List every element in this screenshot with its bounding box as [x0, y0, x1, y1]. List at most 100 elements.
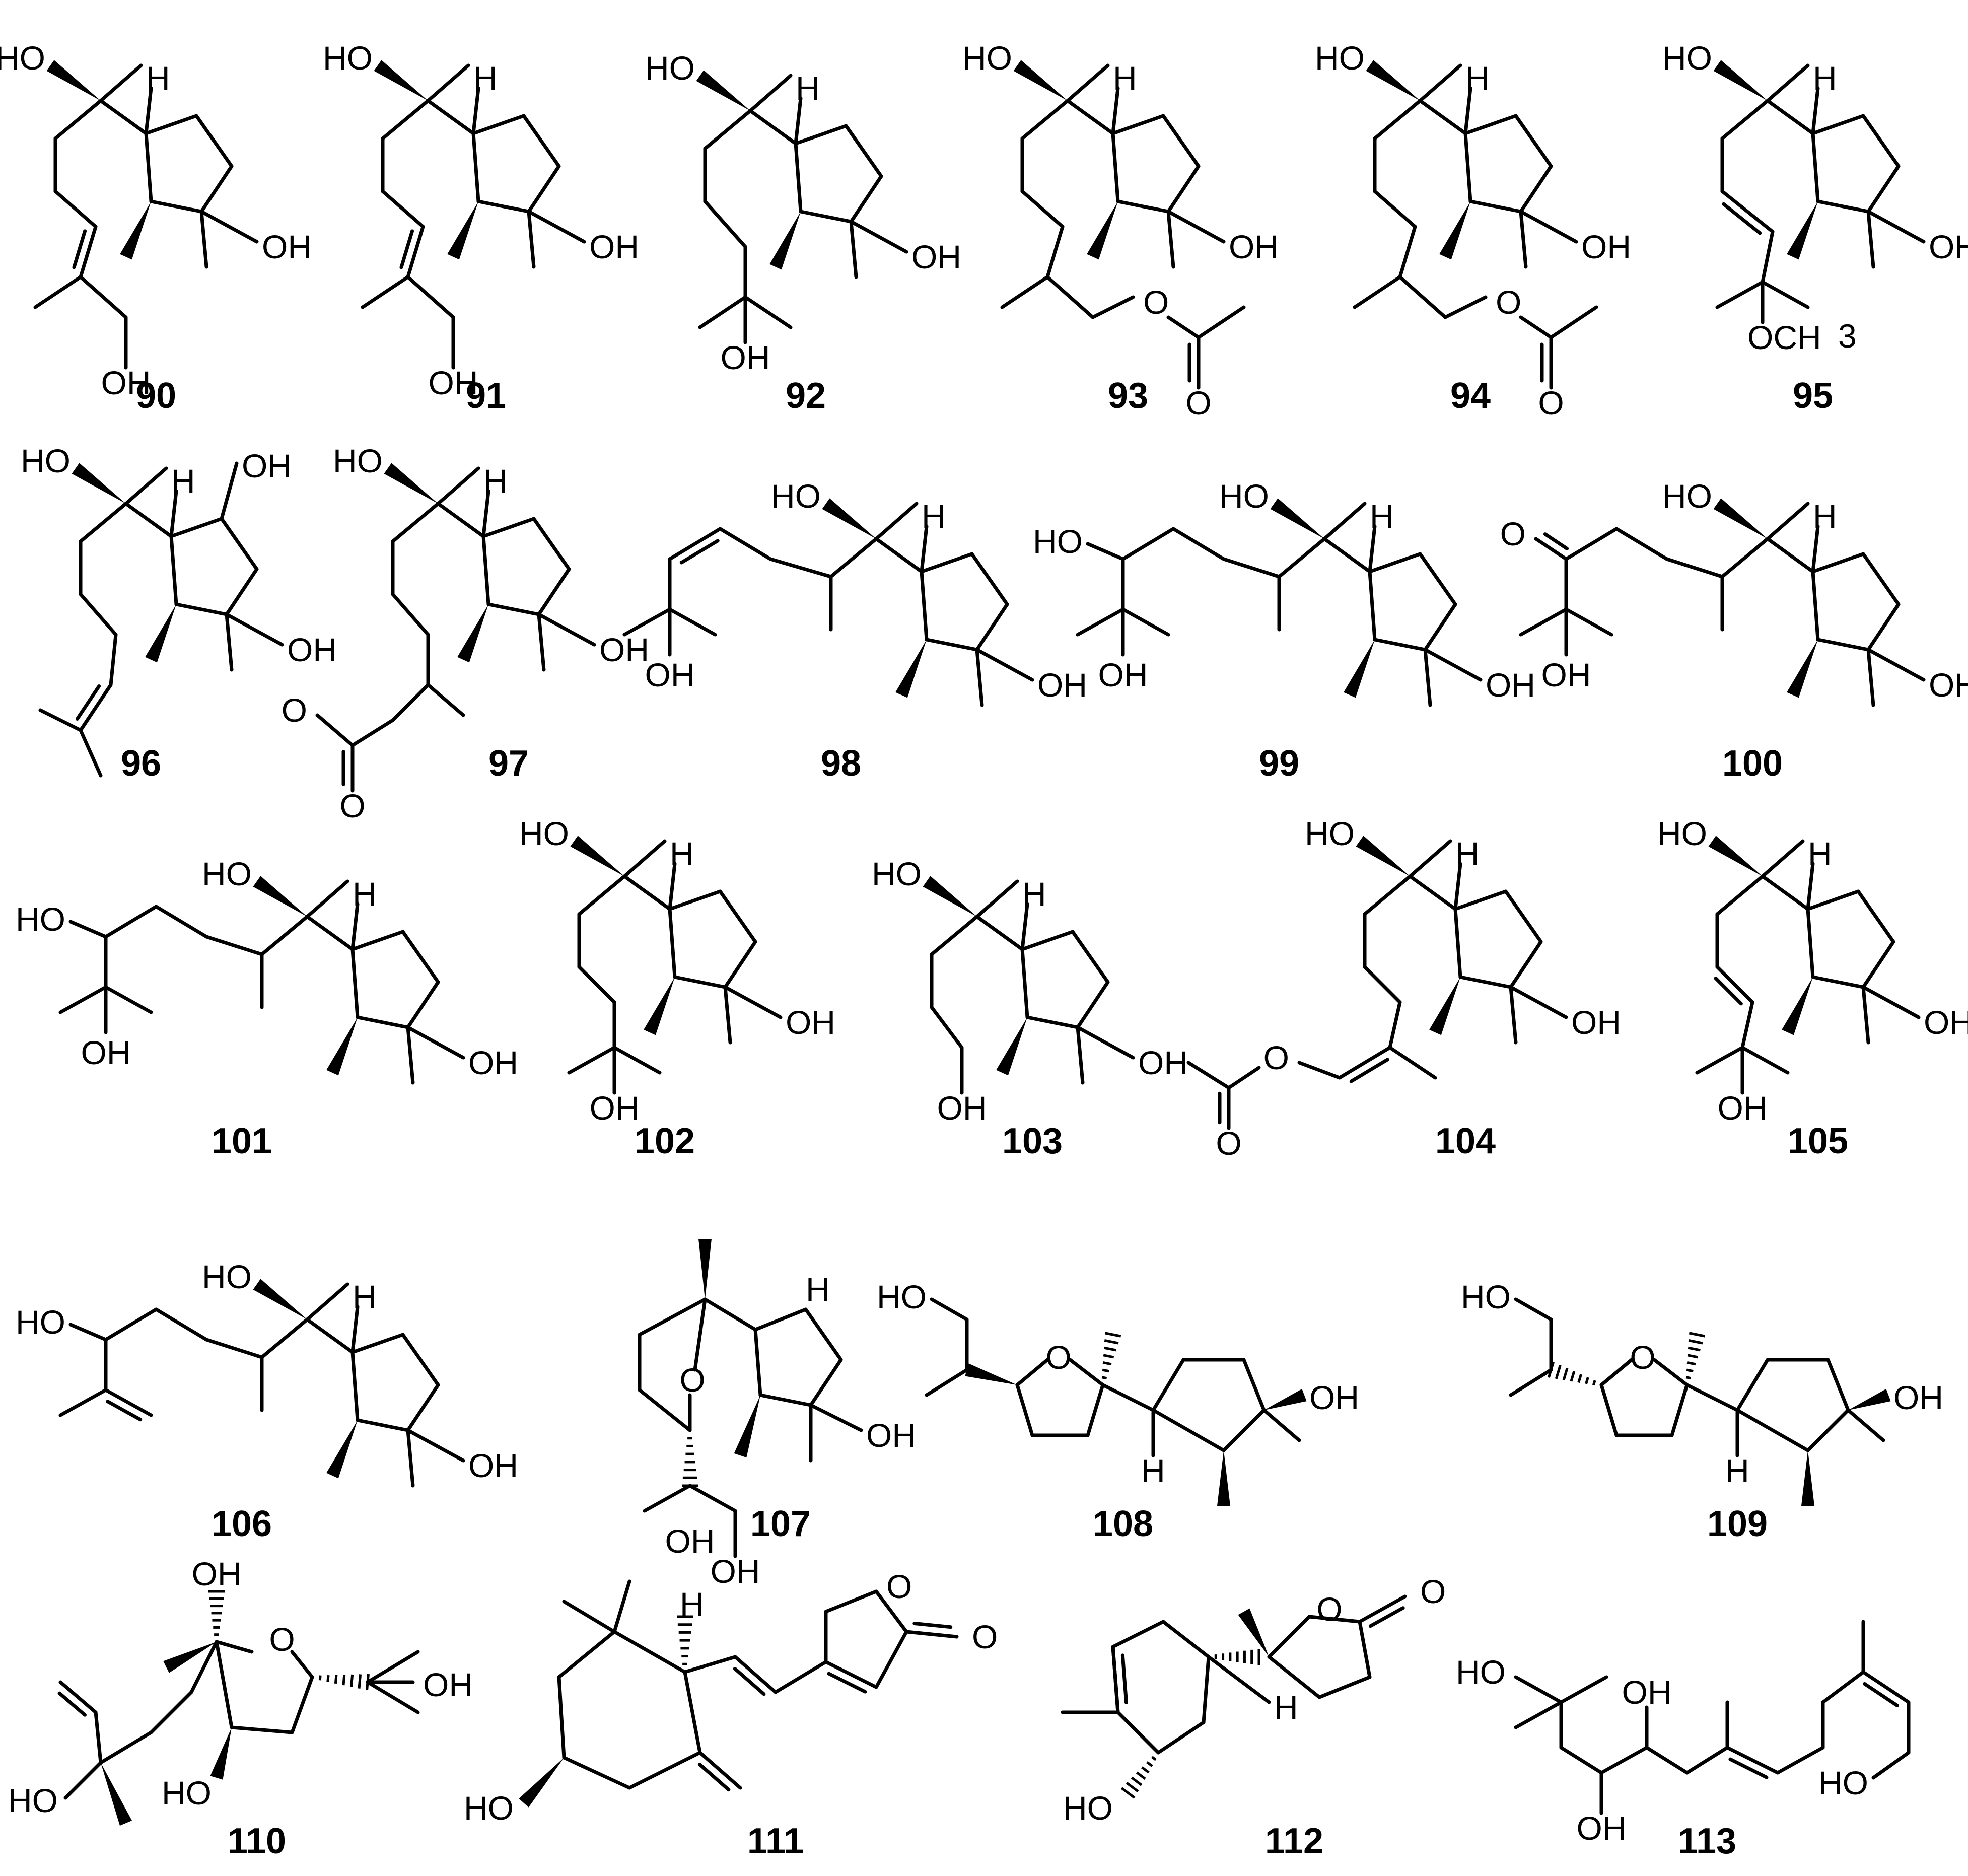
single-bond — [1458, 975, 1513, 989]
single-bond — [557, 1630, 616, 1679]
single-bond — [1861, 985, 1870, 1045]
single-bond — [1171, 527, 1226, 561]
single-bond — [1871, 1751, 1911, 1780]
single-bond — [1020, 930, 1075, 951]
single-bond — [481, 517, 536, 538]
double-bond-inner — [827, 1672, 867, 1694]
single-bond — [109, 633, 118, 687]
hydroxyl-label: OH — [468, 1044, 518, 1081]
single-bond — [1685, 1383, 1739, 1412]
double-bond-inner — [106, 1400, 143, 1422]
hydroxyl-label: HO — [16, 1303, 65, 1341]
wedge-bond — [447, 201, 478, 260]
hash-bond-stroke — [1688, 1339, 1703, 1345]
single-bond — [849, 220, 908, 254]
double-bond — [1861, 1670, 1911, 1704]
single-bond — [622, 607, 672, 637]
hydroxyl-label: HO — [1219, 477, 1269, 515]
hydroxyl-label: OH — [786, 1004, 835, 1041]
hash-bond-stroke — [1126, 1782, 1139, 1793]
hydrogen-label: H — [473, 59, 498, 97]
hydrogen-label: H — [796, 70, 820, 107]
hydrogen-label: H — [1141, 1452, 1165, 1489]
single-bond — [104, 1307, 158, 1342]
oxygen-label: O — [1538, 384, 1564, 422]
wedge-bond — [1787, 640, 1818, 698]
single-bond — [532, 517, 571, 571]
single-bond — [305, 1317, 355, 1354]
oxygen-label: O — [679, 1361, 705, 1399]
single-bond — [844, 124, 883, 178]
single-bond — [1076, 1025, 1085, 1085]
oxygen-label: O — [282, 691, 307, 729]
single-bond — [668, 862, 677, 911]
single-bond — [1463, 86, 1472, 135]
single-bond — [1453, 907, 1462, 979]
single-bond — [1222, 557, 1281, 579]
single-bond — [1514, 1297, 1553, 1322]
single-bond — [975, 602, 1009, 652]
wedge-bond — [374, 60, 428, 101]
compound-number-110: 110 — [228, 1821, 286, 1861]
double-bond-inner — [1722, 202, 1762, 235]
single-bond — [426, 683, 465, 717]
wedge-bond — [1787, 201, 1818, 260]
single-bond — [1398, 225, 1417, 279]
single-bond — [1645, 1746, 1689, 1775]
single-bond — [1322, 537, 1372, 574]
hash-bond-stroke — [349, 1674, 354, 1687]
hydroxyl-label: OH — [1718, 1089, 1768, 1127]
compound-number-90: 90 — [136, 376, 176, 416]
hydroxyl-label: OH — [866, 1417, 916, 1454]
wedge-bond — [895, 640, 927, 698]
single-bond — [774, 1660, 828, 1694]
single-bond — [1519, 607, 1568, 637]
single-bond — [668, 607, 717, 637]
single-bond — [975, 648, 1034, 682]
single-bond — [1564, 527, 1619, 561]
single-bond — [970, 552, 1009, 606]
single-bond — [1227, 1066, 1261, 1090]
single-bond — [33, 275, 83, 309]
wedge-bond — [996, 1017, 1027, 1076]
wedge-bond — [698, 1239, 712, 1299]
hydroxyl-label: HO — [1315, 39, 1365, 77]
single-bond — [290, 1675, 314, 1734]
wedge-bond — [384, 463, 438, 504]
double-bond-inner — [1863, 1682, 1899, 1708]
hydroxyl-label: HO — [0, 39, 45, 77]
single-bond — [1373, 189, 1417, 229]
compound-number-91: 91 — [466, 376, 506, 416]
single-bond — [698, 295, 747, 329]
single-bond — [63, 1761, 103, 1800]
single-bond — [1811, 524, 1820, 574]
single-bond — [1322, 502, 1367, 541]
hydroxyl-label: OH — [645, 656, 695, 693]
single-bond — [94, 1710, 103, 1765]
compound-number: 94 — [1450, 376, 1491, 416]
single-bond — [99, 1730, 153, 1765]
hydroxyl-label: OH — [1309, 1379, 1359, 1416]
single-bond — [144, 86, 153, 135]
single-bond — [1811, 975, 1865, 989]
hash-bond-stroke — [1685, 1376, 1692, 1380]
single-bond — [723, 940, 757, 989]
compound-number: 109 — [1707, 1504, 1768, 1544]
single-bond — [1068, 1358, 1105, 1387]
single-bond — [1761, 874, 1810, 911]
compound-number-94: 94 — [1450, 376, 1491, 416]
single-bond — [1408, 839, 1452, 878]
single-bond — [199, 164, 234, 214]
hash-bond-stroke — [1687, 1354, 1699, 1359]
single-bond — [1418, 99, 1467, 135]
hash-bond-stroke — [1103, 1354, 1114, 1359]
single-bond — [350, 902, 360, 951]
methoxy-label: OCH — [1747, 319, 1821, 356]
single-bond — [809, 1403, 863, 1432]
